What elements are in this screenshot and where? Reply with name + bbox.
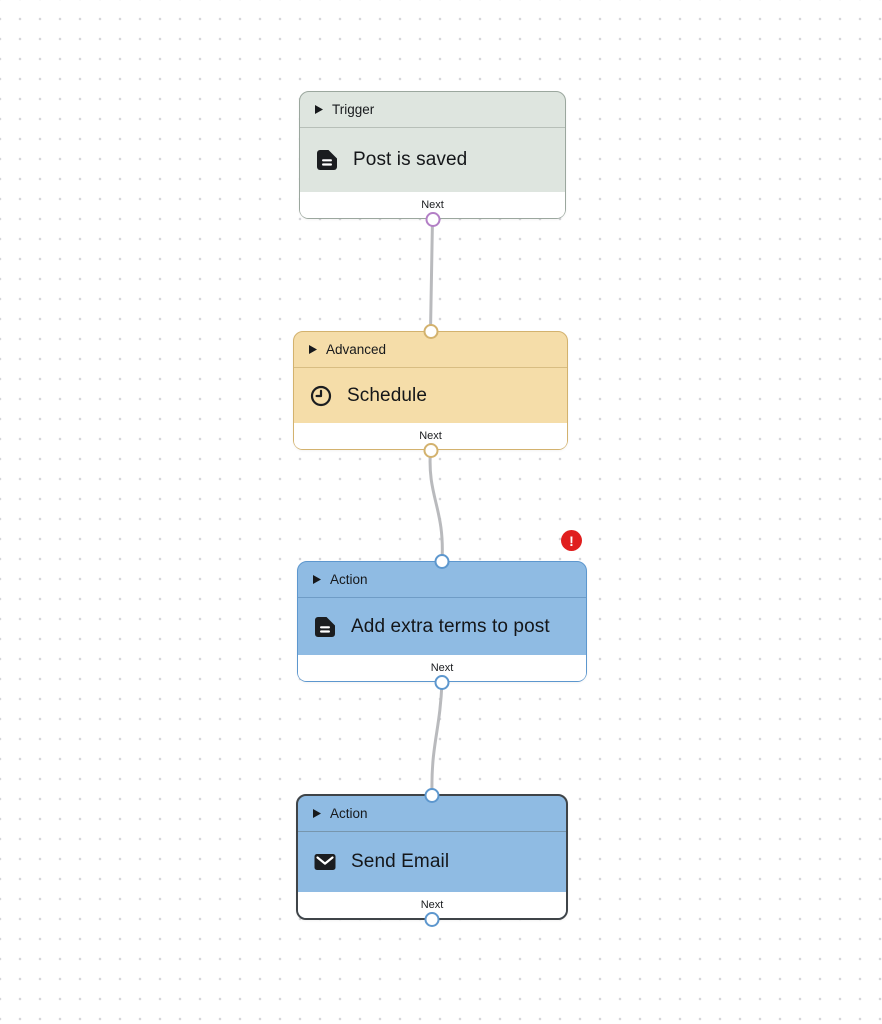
next-label: Next <box>430 662 454 674</box>
node-body: Send Email <box>298 832 566 892</box>
document-icon <box>315 148 339 172</box>
node-title: Post is saved <box>353 149 468 170</box>
edge-connector[interactable] <box>429 217 434 333</box>
next-label: Next <box>421 199 444 211</box>
node-category-label: Advanced <box>326 342 387 357</box>
error-badge[interactable]: ! <box>561 530 582 551</box>
output-port[interactable] <box>423 442 438 458</box>
node-category-label: Action <box>330 572 368 587</box>
node-category-label: Trigger <box>332 102 375 117</box>
node-header: Advanced <box>294 332 567 368</box>
collapse-toggle-icon[interactable] <box>309 345 317 354</box>
input-port[interactable] <box>434 553 450 569</box>
document-icon <box>313 615 337 639</box>
node-body: Schedule <box>294 368 567 423</box>
node-title: Send Email <box>351 851 450 872</box>
input-port[interactable] <box>424 787 440 803</box>
collapse-toggle-icon[interactable] <box>313 809 321 818</box>
edge-connector[interactable] <box>430 680 444 796</box>
output-port[interactable] <box>425 211 440 227</box>
output-port[interactable] <box>424 911 440 927</box>
clock-icon <box>309 384 333 408</box>
output-port[interactable] <box>434 674 450 690</box>
node-trigger[interactable]: Trigger Post is saved Next <box>299 91 566 227</box>
node-header: Action <box>298 796 566 832</box>
next-label: Next <box>420 899 444 911</box>
node-header: Trigger <box>300 92 565 128</box>
input-port[interactable] <box>423 323 438 339</box>
next-label: Next <box>419 430 442 442</box>
node-category-label: Action <box>330 806 368 821</box>
collapse-toggle-icon[interactable] <box>315 105 323 114</box>
node-body: Add extra terms to post <box>298 598 586 655</box>
node-header: Action <box>298 562 586 598</box>
collapse-toggle-icon[interactable] <box>313 575 321 584</box>
node-title: Add extra terms to post <box>351 615 550 637</box>
envelope-icon <box>313 850 337 874</box>
node-title: Schedule <box>347 384 428 406</box>
node-advanced[interactable]: Advanced Schedule Next <box>293 323 568 458</box>
error-badge-symbol: ! <box>569 532 574 549</box>
node-action-add-terms[interactable]: Action Add extra terms to post Next <box>297 553 587 690</box>
edge-connector[interactable] <box>428 448 444 563</box>
node-body: Post is saved <box>300 128 565 192</box>
node-action-send-email[interactable]: Action Send Email Next <box>296 787 568 927</box>
